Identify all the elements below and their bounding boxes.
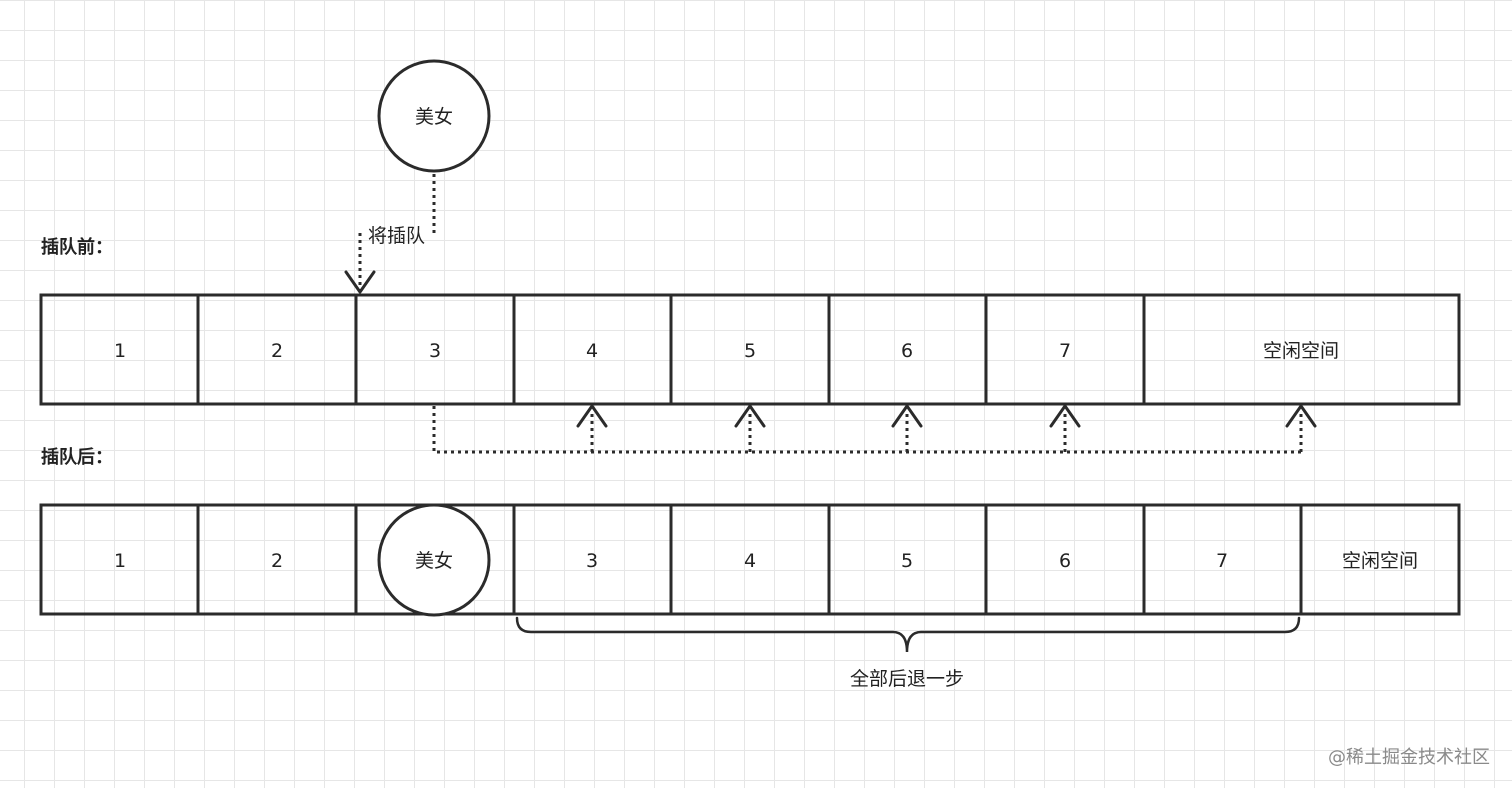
queue-after-label-7: 7 (1216, 550, 1228, 572)
queue-before-label-4: 4 (586, 340, 598, 362)
queue-after-label-free: 空闲空间 (1342, 550, 1418, 572)
queue-after-cell-free (1299, 503, 1461, 616)
queue-after-label-6: 6 (1059, 550, 1071, 572)
queue-before-label-2: 2 (271, 340, 283, 362)
queue-before-cell-free (1142, 293, 1461, 406)
arrow-head (1285, 404, 1317, 428)
queue-after-label-5: 5 (901, 550, 913, 572)
cut-in-label: 将插队 (368, 225, 425, 247)
queue-before-label-7: 7 (1059, 340, 1071, 362)
queue-after-label-1: 1 (114, 550, 126, 572)
queue-before-label-5: 5 (744, 340, 756, 362)
watermark: @稀土掘金技术社区 (1328, 747, 1490, 768)
queue-after: 1 2 美女 3 4 5 6 7 空闲空间 (39, 503, 1461, 617)
queue-before-label-3: 3 (429, 340, 441, 362)
queue-before-label-free: 空闲空间 (1263, 340, 1339, 362)
arrow-head (734, 404, 766, 428)
queue-before-label-6: 6 (901, 340, 913, 362)
queue-after-label-2: 2 (271, 550, 283, 572)
queue-before-label-1: 1 (114, 340, 126, 362)
arrow-head (576, 404, 608, 428)
person-label: 美女 (415, 106, 453, 128)
before-label: 插队前： (41, 236, 113, 258)
queue-after-label-3: 3 (586, 550, 598, 572)
cut-in-connector: 将插队 (344, 174, 436, 294)
arrow-head (891, 404, 923, 428)
queue-after-person-circle (377, 503, 491, 617)
shift-brace-label: 全部后退一步 (850, 668, 964, 690)
after-label: 插队后： (41, 446, 113, 468)
shift-brace (515, 616, 1301, 653)
arrow-head (1049, 404, 1081, 428)
queue-after-label-person: 美女 (415, 550, 453, 572)
queue-before: 1 2 3 4 5 6 7 空闲空间 (39, 293, 1461, 406)
queue-after-label-4: 4 (744, 550, 756, 572)
person-node: 美女 (377, 59, 491, 173)
shift-arrows (432, 404, 1317, 454)
